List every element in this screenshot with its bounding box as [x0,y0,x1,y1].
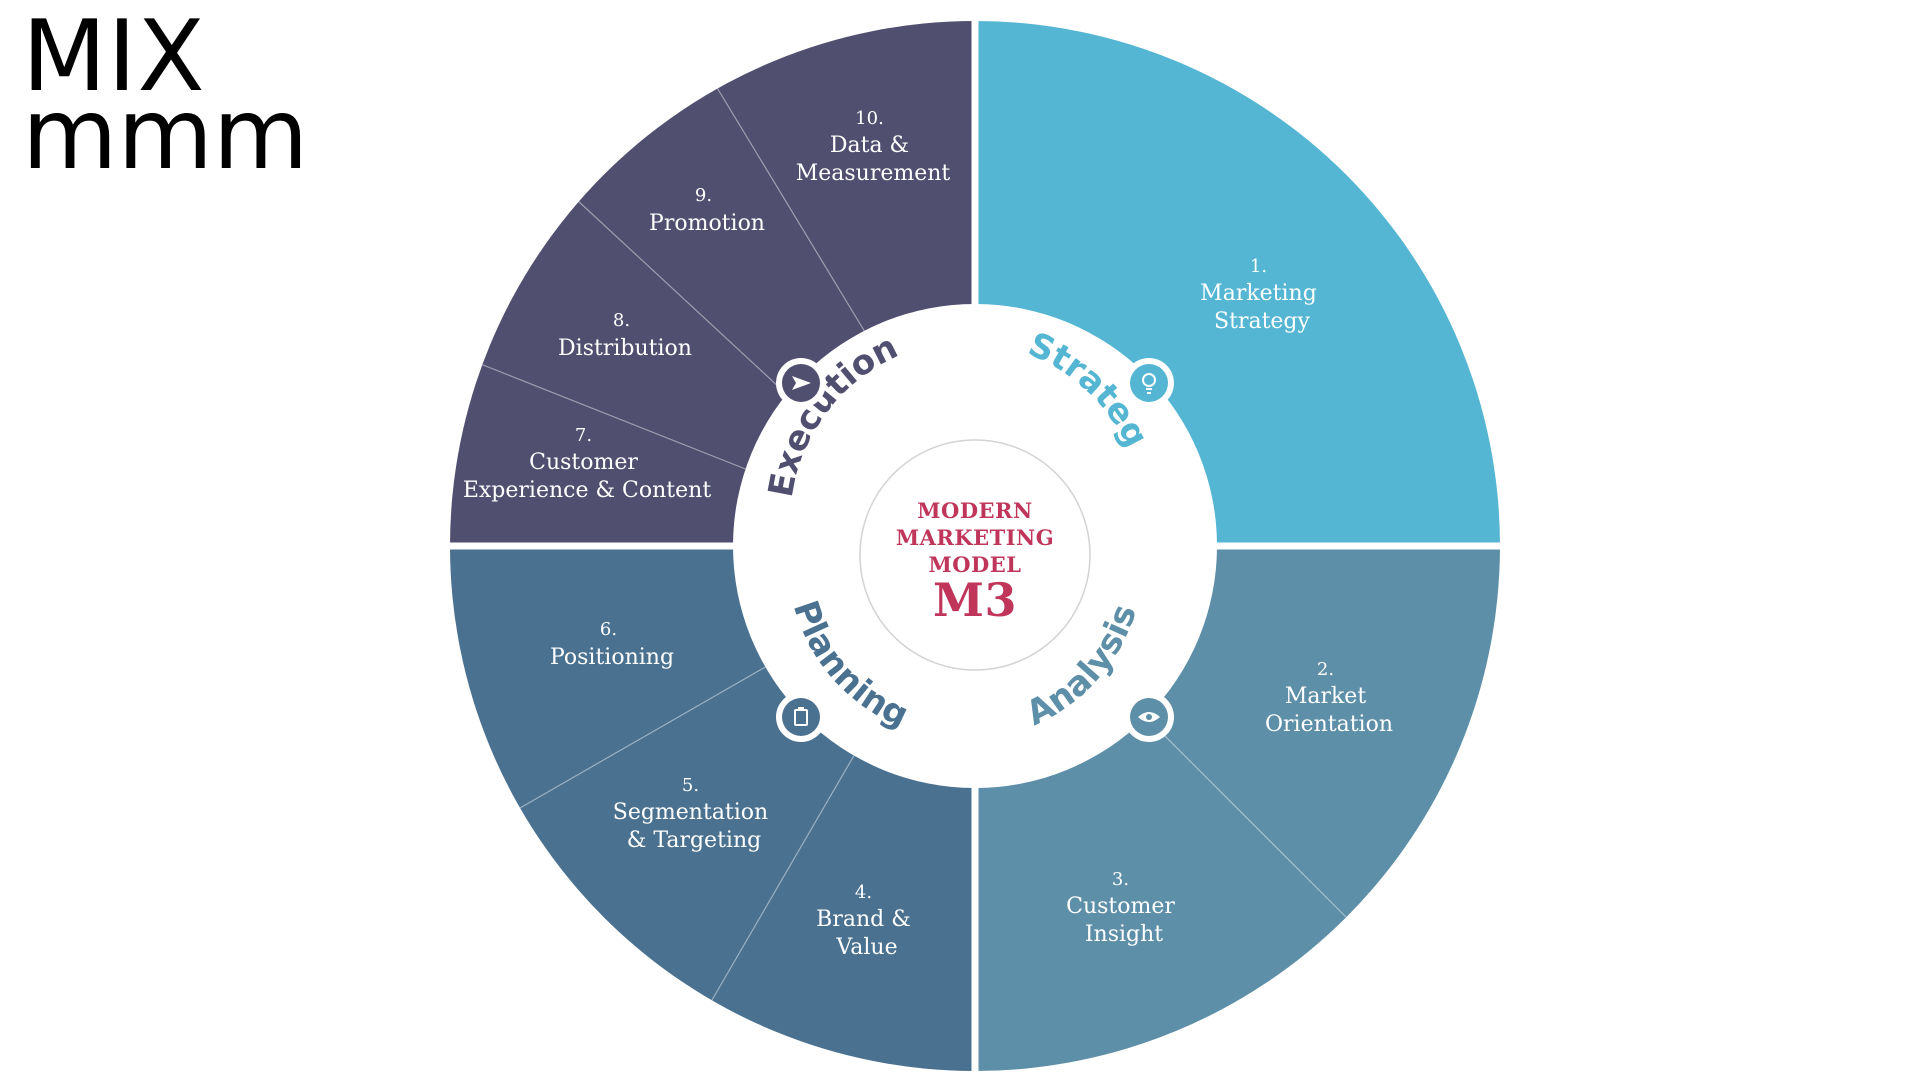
clipboard-icon [776,692,826,742]
separator-9-10 [715,85,869,338]
segment-2-label: 2. Market Orientation [1265,656,1393,737]
separator-8-9 [576,199,795,402]
eye-icon [1124,692,1174,742]
center-line-marketing: MARKETING [896,525,1054,550]
segment-8-label: 8. Distribution [558,307,692,361]
separator-2-3 [1133,704,1347,918]
segment-7-label: 7. Customer Experience & Content [463,422,711,503]
segment-6-label: 6. Positioning [550,616,674,670]
separator-4-5 [711,739,864,1001]
segment-separators [477,85,1347,1001]
lightbulb-icon [1124,358,1174,408]
segment-3-label: 3. Customer Insight [1066,866,1182,947]
arrow-icon [776,358,826,408]
segment-1-label: 1. Marketing Strategy [1200,253,1324,334]
center-line-modern: MODERN [917,498,1032,523]
segment-4-label: 4. Brand & Value [816,879,918,960]
separator-5-6 [519,657,782,809]
logo-line-mmm: mmm [22,78,309,193]
center-ring [859,439,1091,671]
segment-5-label: 5. Segmentation & Targeting [613,772,775,853]
center-m3: M3 [933,573,1017,627]
logo-line-mix: MIX [22,0,206,114]
segment-9-label: 9. Promotion [649,182,765,236]
mix-mmm-logo: MIX mmm [22,0,309,193]
separator-7-8 [477,362,749,471]
segment-10-label: 10. Data & Measurement [796,105,951,186]
center-line-model: MODEL [928,552,1021,577]
